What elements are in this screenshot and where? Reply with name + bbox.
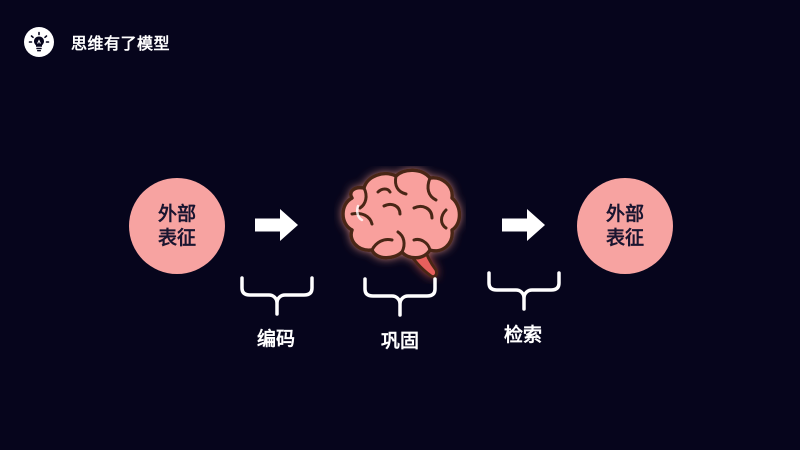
curly-brace-icon bbox=[240, 276, 314, 316]
external-representation-input-circle: 外部表征 bbox=[129, 178, 225, 274]
curly-brace-icon bbox=[487, 271, 561, 311]
circle-label: 外部表征 bbox=[605, 203, 644, 249]
stage-label-retrieval: 检索 bbox=[503, 324, 542, 346]
arrow-right-icon bbox=[255, 209, 298, 241]
curly-brace-icon bbox=[363, 277, 437, 317]
header: 思维有了模型 bbox=[24, 27, 170, 57]
external-representation-output-circle: 外部表征 bbox=[577, 178, 673, 274]
brain-icon bbox=[341, 168, 462, 279]
circle-label: 外部表征 bbox=[157, 203, 196, 249]
stage-label-consolidation: 巩固 bbox=[380, 330, 419, 352]
lightbulb-icon bbox=[24, 27, 54, 57]
stage-label-encoding: 编码 bbox=[256, 328, 295, 350]
page-title: 思维有了模型 bbox=[71, 34, 171, 53]
arrow-right-icon bbox=[502, 209, 545, 241]
